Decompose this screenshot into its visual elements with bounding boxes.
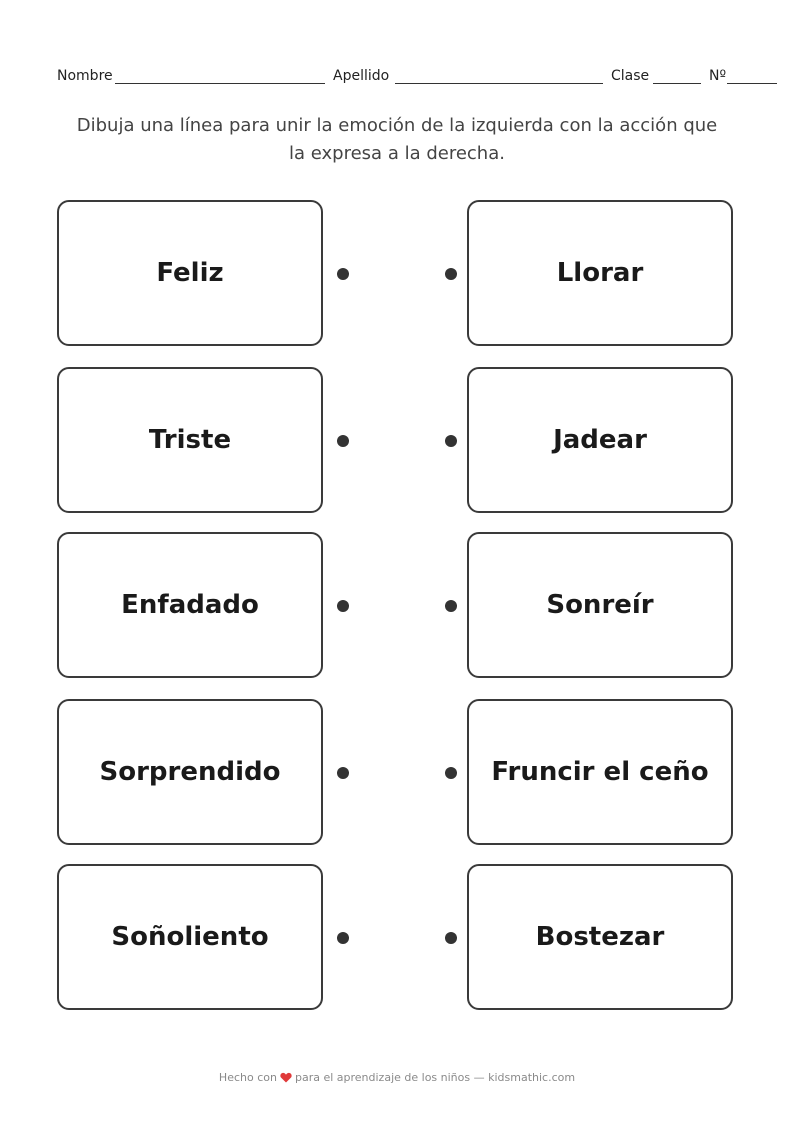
action-label: Sonreír: [546, 590, 654, 620]
name-label: Nombre: [57, 68, 113, 84]
emotion-dot[interactable]: [337, 435, 349, 447]
instructions-line-2: la expresa a la derecha.: [289, 143, 505, 164]
action-dot[interactable]: [445, 600, 457, 612]
emotion-label: Sorprendido: [99, 757, 281, 787]
action-label: Bostezar: [535, 922, 665, 952]
emotion-label: Triste: [148, 425, 232, 455]
number-field[interactable]: [727, 83, 777, 84]
emotion-dot[interactable]: [337, 600, 349, 612]
action-dot[interactable]: [445, 932, 457, 944]
action-card-bostezar: Bostezar: [467, 864, 733, 1010]
emotion-card-enfadado: Enfadado: [57, 532, 323, 678]
action-label: Fruncir el ceño: [491, 757, 709, 787]
heart-icon: [280, 1072, 292, 1086]
student-info-header: Nombre Apellido Clase Nº: [57, 68, 779, 88]
action-dot[interactable]: [445, 767, 457, 779]
instructions: Dibuja una línea para unir la emoción de…: [60, 112, 734, 168]
number-label: Nº: [709, 68, 727, 84]
emotion-card-feliz: Feliz: [57, 200, 323, 346]
action-card-jadear: Jadear: [467, 367, 733, 513]
action-card-sonreir: Sonreír: [467, 532, 733, 678]
emotion-label: Feliz: [156, 258, 224, 288]
emotion-card-sorprendido: Sorprendido: [57, 699, 323, 845]
footer: Hecho con para el aprendizaje de los niño…: [0, 1071, 794, 1086]
action-dot[interactable]: [445, 268, 457, 280]
emotion-dot[interactable]: [337, 767, 349, 779]
instructions-line-1: Dibuja una línea para unir la emoción de…: [76, 115, 718, 136]
emotion-dot[interactable]: [337, 268, 349, 280]
emotion-card-triste: Triste: [57, 367, 323, 513]
emotion-label: Enfadado: [121, 590, 259, 620]
class-label: Clase: [611, 68, 650, 84]
surname-field[interactable]: [395, 83, 603, 84]
footer-prefix: Hecho con: [218, 1071, 277, 1084]
name-field[interactable]: [115, 83, 325, 84]
action-dot[interactable]: [445, 435, 457, 447]
emotion-dot[interactable]: [337, 932, 349, 944]
action-card-fruncir-el-ceno: Fruncir el ceño: [467, 699, 733, 845]
class-field[interactable]: [653, 83, 701, 84]
emotion-card-sonoliento: Soñoliento: [57, 864, 323, 1010]
footer-suffix: para el aprendizaje de los niños — kidsm…: [294, 1071, 576, 1084]
action-card-llorar: Llorar: [467, 200, 733, 346]
action-label: Jadear: [553, 425, 647, 455]
surname-label: Apellido: [333, 68, 390, 84]
action-label: Llorar: [556, 258, 644, 288]
emotion-label: Soñoliento: [111, 922, 269, 952]
